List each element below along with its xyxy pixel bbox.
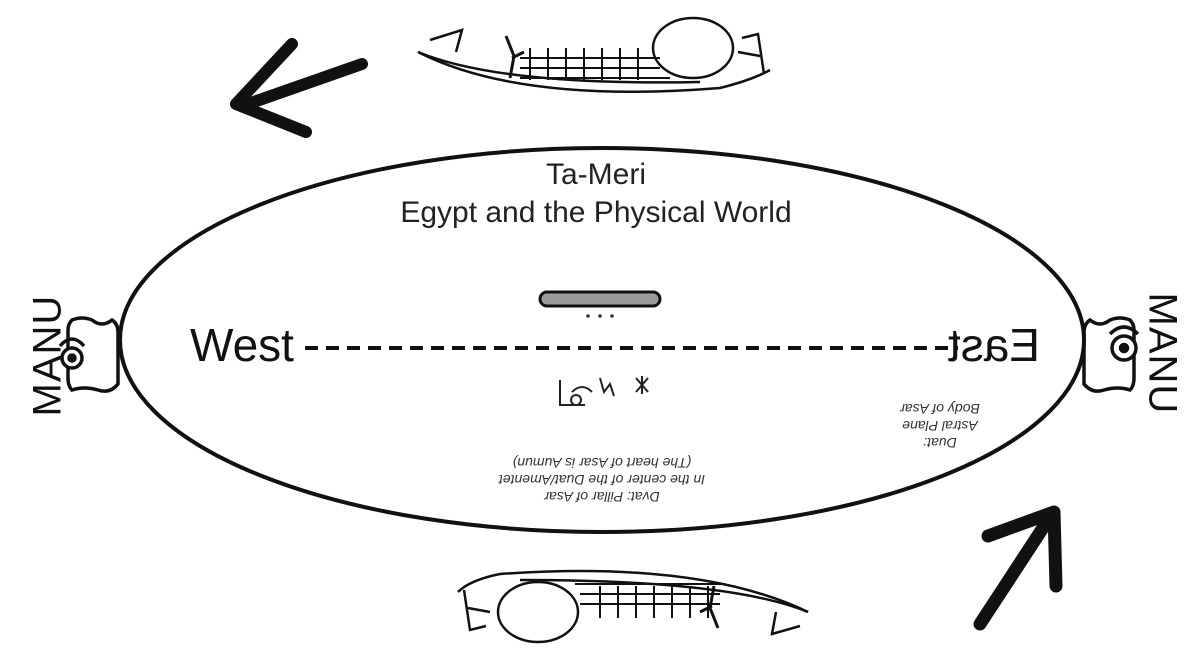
- akhet-mountain-icon-right: [1084, 318, 1138, 391]
- title-line-2: Egypt and the Physical World: [0, 196, 1192, 230]
- center-dots-glyph: [586, 314, 614, 318]
- east-note-line-2: Astral Plane: [880, 417, 1000, 434]
- arrow-up-right-icon: [980, 512, 1056, 624]
- east-note-line-3: Body of Asar: [880, 400, 1000, 417]
- solar-barque-icon-bottom: [458, 571, 808, 642]
- center-bar-glyph: [540, 292, 660, 306]
- solar-barque-icon-top: [418, 18, 770, 92]
- center-note-line-2: In the center of the Duat/Amentet: [452, 471, 752, 488]
- center-note-line-3: (The heart of Asar is Aumun): [452, 454, 752, 471]
- east-note: Duat: Astral Plane Body of Asar: [880, 400, 1000, 451]
- manu-left-label: MANU: [26, 297, 71, 417]
- center-note: Dvat: Pillar of Asar In the center of th…: [452, 454, 752, 505]
- title-line-1: Ta-Meri: [0, 158, 1192, 192]
- arrow-left-icon: [236, 44, 362, 132]
- center-note-line-1: Dvat: Pillar of Asar: [452, 488, 752, 505]
- east-label: East: [948, 318, 1040, 372]
- center-hieroglyph-icon: [560, 376, 648, 405]
- east-note-line-1: Duat:: [880, 434, 1000, 451]
- manu-right-label: MANU: [1140, 293, 1185, 413]
- west-label: West: [190, 318, 294, 372]
